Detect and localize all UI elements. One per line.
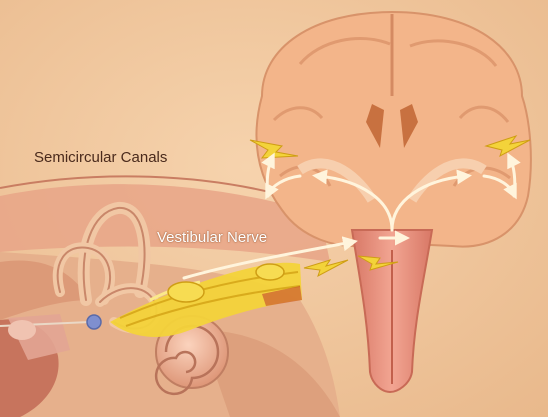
brain-section xyxy=(256,12,530,247)
semicircular-canals-label: Semicircular Canals xyxy=(34,149,167,166)
vestibular-nerve-label: Vestibular Nerve xyxy=(157,229,267,246)
